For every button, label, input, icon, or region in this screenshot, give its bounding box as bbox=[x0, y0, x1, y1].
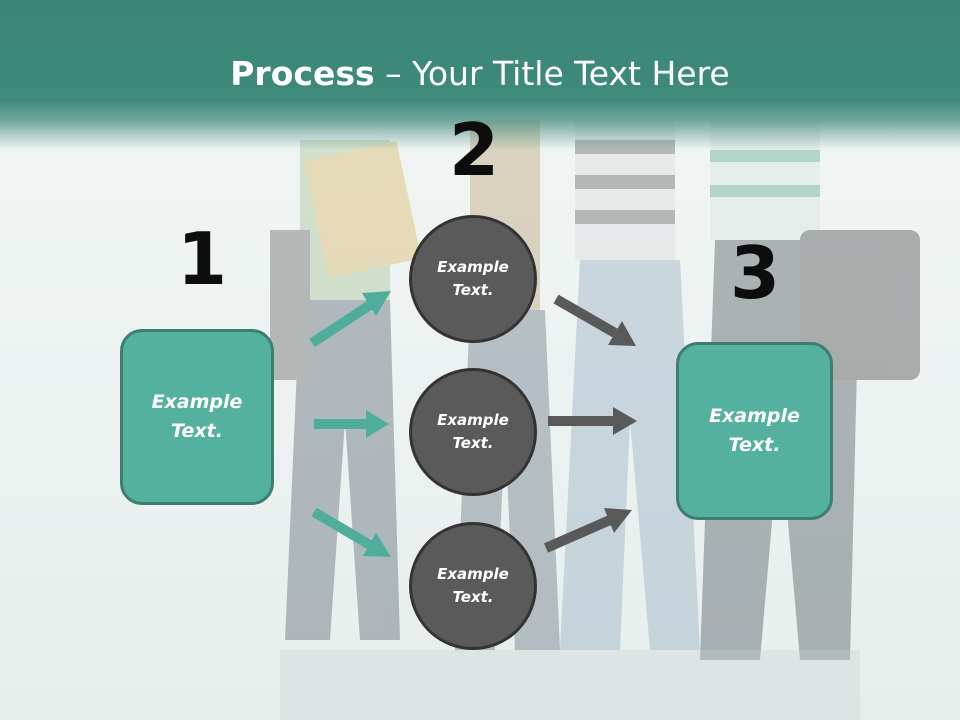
circle-bottom-line1: Example bbox=[437, 565, 509, 583]
right-process-box: Example Text. bbox=[676, 342, 833, 520]
arrow-right-icon bbox=[314, 410, 389, 438]
circle-middle-line2: Text. bbox=[452, 434, 494, 452]
arrow-right-icon bbox=[543, 508, 632, 553]
slide-title: Process – Your Title Text Here bbox=[0, 52, 960, 96]
left-box-line2: Text. bbox=[171, 420, 223, 442]
step-number-3: 3 bbox=[730, 231, 781, 315]
circle-middle-line1: Example bbox=[437, 411, 509, 429]
arrow-right-icon bbox=[553, 294, 636, 346]
circle-top-line2: Text. bbox=[452, 281, 494, 299]
circle-top: Example Text. bbox=[409, 215, 537, 343]
circle-middle: Example Text. bbox=[409, 368, 537, 496]
title-separator: – bbox=[374, 54, 413, 93]
arrow-right-icon bbox=[548, 407, 637, 435]
right-box-line1: Example bbox=[709, 405, 800, 427]
title-bold: Process bbox=[230, 54, 375, 93]
circle-bottom: Example Text. bbox=[409, 522, 537, 650]
arrow-right-icon bbox=[311, 507, 391, 557]
circle-top-line1: Example bbox=[437, 258, 509, 276]
header-band bbox=[0, 0, 960, 150]
arrow-right-icon bbox=[309, 291, 391, 348]
step-number-1: 1 bbox=[177, 217, 228, 301]
step-number-2: 2 bbox=[449, 108, 500, 192]
circle-bottom-line2: Text. bbox=[452, 588, 494, 606]
left-box-line1: Example bbox=[151, 391, 243, 413]
left-process-box: Example Text. bbox=[120, 329, 274, 505]
right-box-line2: Text. bbox=[728, 434, 781, 456]
title-text: Your Title Text Here bbox=[412, 54, 730, 93]
